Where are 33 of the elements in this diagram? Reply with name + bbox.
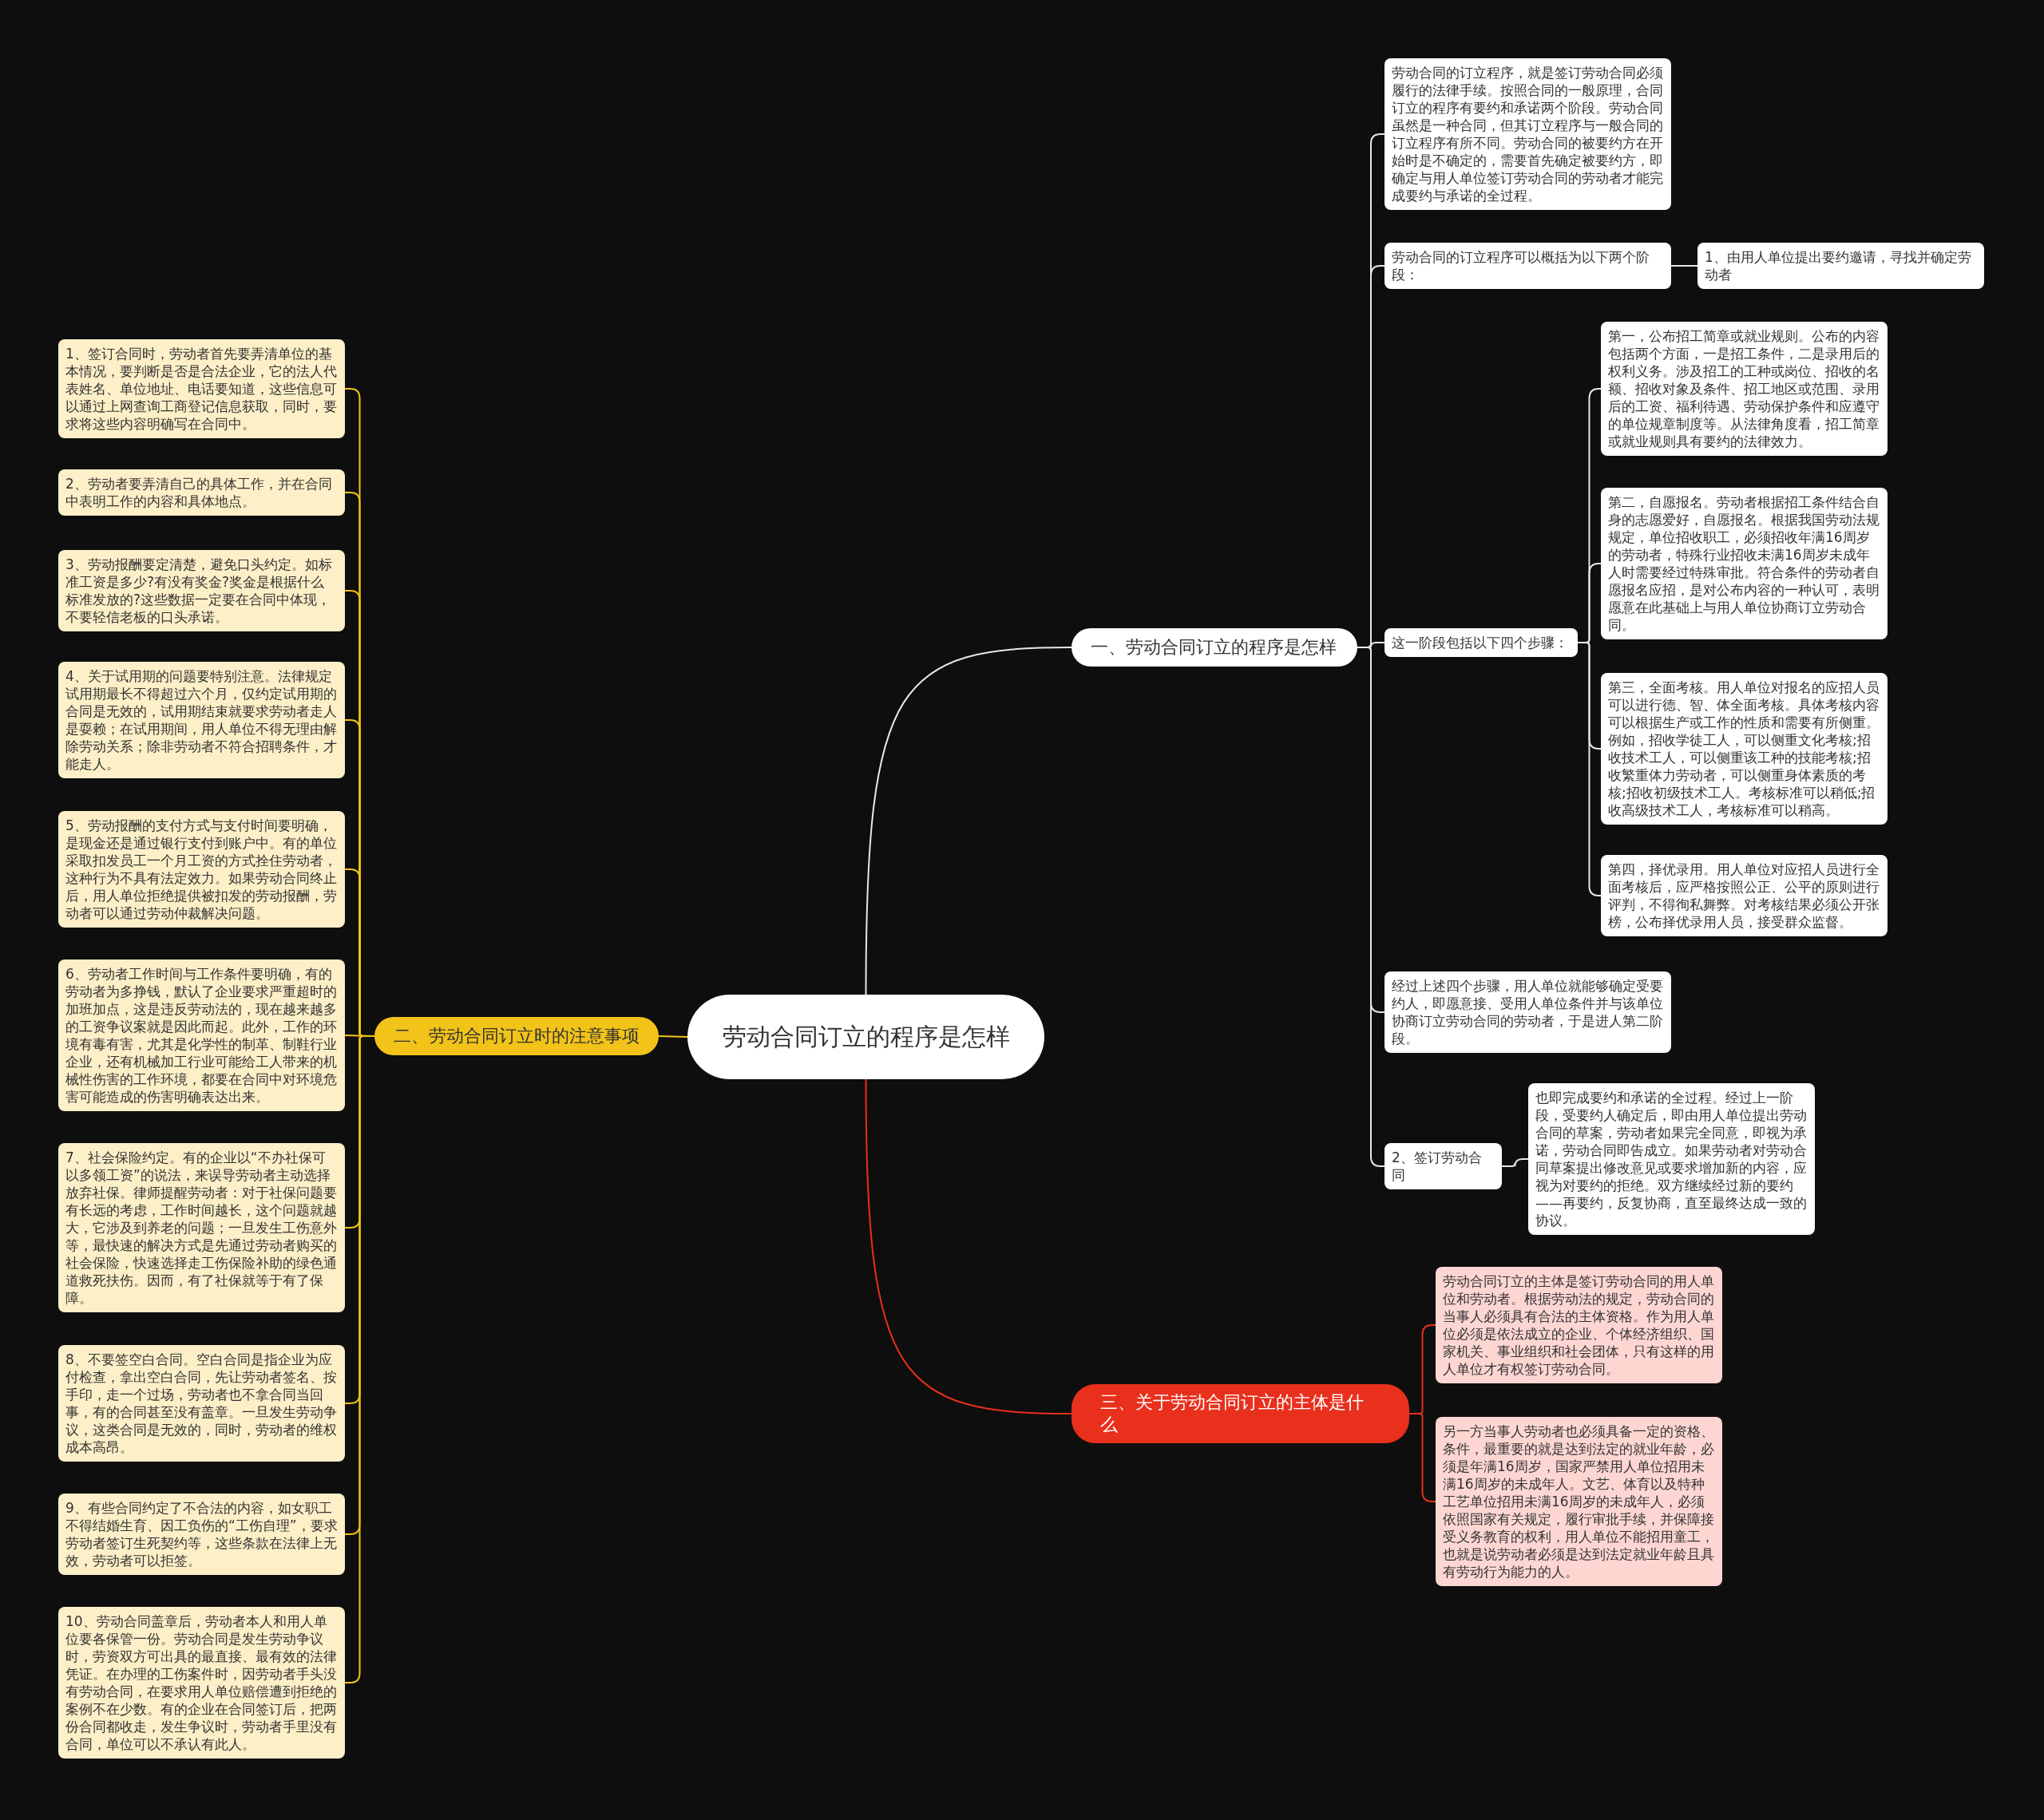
text-card: 8、不要签空白合同。空白合同是指企业为应付检查，拿出空白合同，先让劳动者签名、按手印，走一个过场，劳动者也不拿合同当回事，有的合同甚至没有盖章。一旦发生劳动争议，这类合同是无效的，同时，劳动者的维权成本高昂。 — [58, 1345, 345, 1462]
connector-line — [865, 1078, 1072, 1414]
text-card: 10、劳动合同盖章后，劳动者本人和用人单位要各保管一份。劳动合同是发生劳动争议时，劳资双方可出具的最直接、最有效的法律凭证。在办理的工伤案件时，因劳动者手头没有劳动合同，在要求用人单位赔偿遭到拒绝的案例不在少数。有的企业在合同签订后，把两份合同都收走，发生争议时，劳动者手里没有合同，单位可以不承认有此人。 — [58, 1607, 345, 1759]
connector-line — [1501, 1158, 1529, 1167]
text-card: 劳动合同的订立程序，就是签订劳动合同必须履行的法律手续。按照合同的一般原理，合同订立的程序有要约和承诺两个阶段。劳动合同虽然是一种合同，但其订立程序与一般合同的订立程序有所不同。劳动合同的被要约方在开始时是不确定的，需要首先确定被要约方，即确定与用人单位签订劳动合同的劳动者才能完成要约与承诺的全过程。 — [1384, 58, 1671, 210]
text-card: 第三，全面考核。用人单位对报名的应招人员可以进行德、智、体全面考核。具体考核内容可以根据生产或工作的性质和需要有所侧重。例如，招收学徒工人，可以侧重文化考核;招收技术工人，可以侧重该工种的技能考核;招收繁重体力劳动者，可以侧重身体素质的考核;招收初级技术工人。考核标准可以稍低;招收高级技术工人，考核标准可以稍高。 — [1601, 673, 1888, 825]
text-card: 第四，择优录用。用人单位对应招人员进行全面考核后，应严格按照公正、公平的原则进行评判，不得徇私舞弊。对考核结果必须公开张榜，公布择优录用人员，接受群众监督。 — [1601, 855, 1888, 936]
connector-line — [865, 647, 1072, 995]
branch-topic: 三、关于劳动合同订立的主体是什么 — [1072, 1384, 1409, 1443]
text-card: 劳动合同的订立程序可以概括为以下两个阶段： — [1384, 243, 1671, 289]
text-card: 这一阶段包括以下四个步骤： — [1384, 628, 1578, 657]
text-card: 3、劳动报酬要定清楚，避免口头约定。如标准工资是多少?有没有奖金?奖金是根据什么标准发放的?这些数据一定要在合同中体现，不要轻信老板的口头承诺。 — [58, 550, 345, 631]
text-card: 4、关于试用期的问题要特别注意。法律规定试用期最长不得超过六个月，仅约定试用期的合同是无效的，试用期结束就要求劳动者走人是耍赖；在试用期间，用人单位不得无理由解除劳动关系；除非劳动者不符合招聘条件，才能走人。 — [58, 662, 345, 778]
text-card: 9、有些合同约定了不合法的内容，如女职工不得结婚生育、因工负伤的“工伤自理”，要求劳动者签订生死契约等，这些条款在法律上无效，劳动者可以拒签。 — [58, 1494, 345, 1575]
text-card: 第一，公布招工简章或就业规则。公布的内容包括两个方面，一是招工条件，二是录用后的权利义务。涉及招工的工种或岗位、招收的名额、招收对象及条件、招工地区或范围、录用后的工资、福利待遇、劳动保护条件和应遵守的单位规章制度等。从法律角度看，招工简章或就业规则具有要约的法律效力。 — [1601, 322, 1888, 456]
text-card: 另一方当事人劳动者也必须具备一定的资格、条件，最重要的就是达到法定的就业年龄，必须是年满16周岁，国家严禁用人单位招用未满16周岁的未成年人。文艺、体育以及特种工艺单位招用未满16周岁的未成年人，必须依照国家有关规定，履行审批手续，并保障接受义务教育的权利，用人单位不能招用童工，也就是说劳动者必须是达到法定就业年龄且具有劳动行为能力的人。 — [1436, 1417, 1722, 1586]
text-card: 1、签订合同时，劳动者首先要弄清单位的基本情况，要判断是否是合法企业，它的法人代表姓名、单位地址、电话要知道，这些信息可以通过上网查询工商登记信息获取，同时，要求将这些内容明确写在合同中。 — [58, 339, 345, 438]
central-topic: 劳动合同订立的程序是怎样 — [687, 995, 1044, 1079]
text-card: 5、劳动报酬的支付方式与支付时间要明确，是现金还是通过银行支付到账户中。有的单位采取扣发员工一个月工资的方式拴住劳动者，这种行为不具有法定效力。如果劳动合同终止后，用人单位拒绝提供被扣发的劳动报酬，劳动者可以通过劳动仲裁解决问题。 — [58, 811, 345, 928]
text-card: 也即完成要约和承诺的全过程。经过上一阶段，受要约人确定后，即由用人单位提出劳动合同的草案，劳动者如果完全同意，即视为承诺，劳动合同即告成立。如果劳动者对劳动合同草案提出修改意见或要求增加新的内容，应视为对要约的拒绝。双方继续经过新的要约——再要约，反复协商，直至最终达成一致的协议。 — [1528, 1083, 1815, 1235]
text-card: 第二，自愿报名。劳动者根据招工条件结合自身的志愿爱好，自愿报名。根据我国劳动法规规定，单位招收职工，必须招收年满16周岁的劳动者，特殊行业招收未满16周岁未成年人时需要经过特殊审批。符合条件的劳动者自愿报名应招，是对公布内容的一种认可，表明愿意在此基础上与用人单位协商订立劳动合同。 — [1601, 488, 1888, 639]
text-card: 劳动合同订立的主体是签订劳动合同的用人单位和劳动者。根据劳动法的规定，劳动合同的当事人必须具有合法的主体资格。作为用人单位必须是依法成立的企业、个体经济组织、国家机关、事业组织和社会团体，只有这样的用人单位才有权签订劳动合同。 — [1436, 1267, 1722, 1383]
connector-line — [1670, 265, 1698, 267]
text-card: 1、由用人单位提出要约邀请，寻找并确定劳动者 — [1697, 243, 1984, 289]
connector-line — [1577, 642, 1602, 896]
branch-topic: 一、劳动合同订立的程序是怎样 — [1072, 628, 1357, 667]
connector-line — [658, 1035, 688, 1038]
text-card: 7、社会保险约定。有的企业以“不办社保可以多领工资”的说法，来误导劳动者主动选择放弃社保。律师提醒劳动者：对于社保问题要有长远的考虑，工作时间越长，这个问题就越大，它涉及到养老的问题；一旦发生工伤意外等，最快速的解决方式是先通过劳动者购买的社会保险，快速选择走工伤保险补助的绿色通道救死扶伤。因而，有了社保就等于有了保障。 — [58, 1143, 345, 1312]
text-card: 2、签订劳动合同 — [1384, 1143, 1502, 1189]
text-card: 经过上述四个步骤，用人单位就能够确定受要约人，即愿意接、受用人单位条件并与该单位协商订立劳动合同的劳动者，于是进人第二阶段。 — [1384, 971, 1671, 1053]
text-card: 2、劳动者要弄清自己的具体工作，并在合同中表明工作的内容和具体地点。 — [58, 469, 345, 516]
text-card: 6、劳动者工作时间与工作条件要明确，有的劳动者为多挣钱，默认了企业要求严重超时的加班加点，这是违反劳动法的，现在越来越多的工资争议案就是因此而起。此外，工作的环境有毒有害，尤其是化学性的制革、制鞋行业企业，还有机械加工行业可能给工人带来的机械性伤害的工作环境，都要在合同中对环境危害可能造成的伤害明确表达出来。 — [58, 959, 345, 1111]
branch-topic: 二、劳动合同订立时的注意事项 — [374, 1017, 659, 1055]
